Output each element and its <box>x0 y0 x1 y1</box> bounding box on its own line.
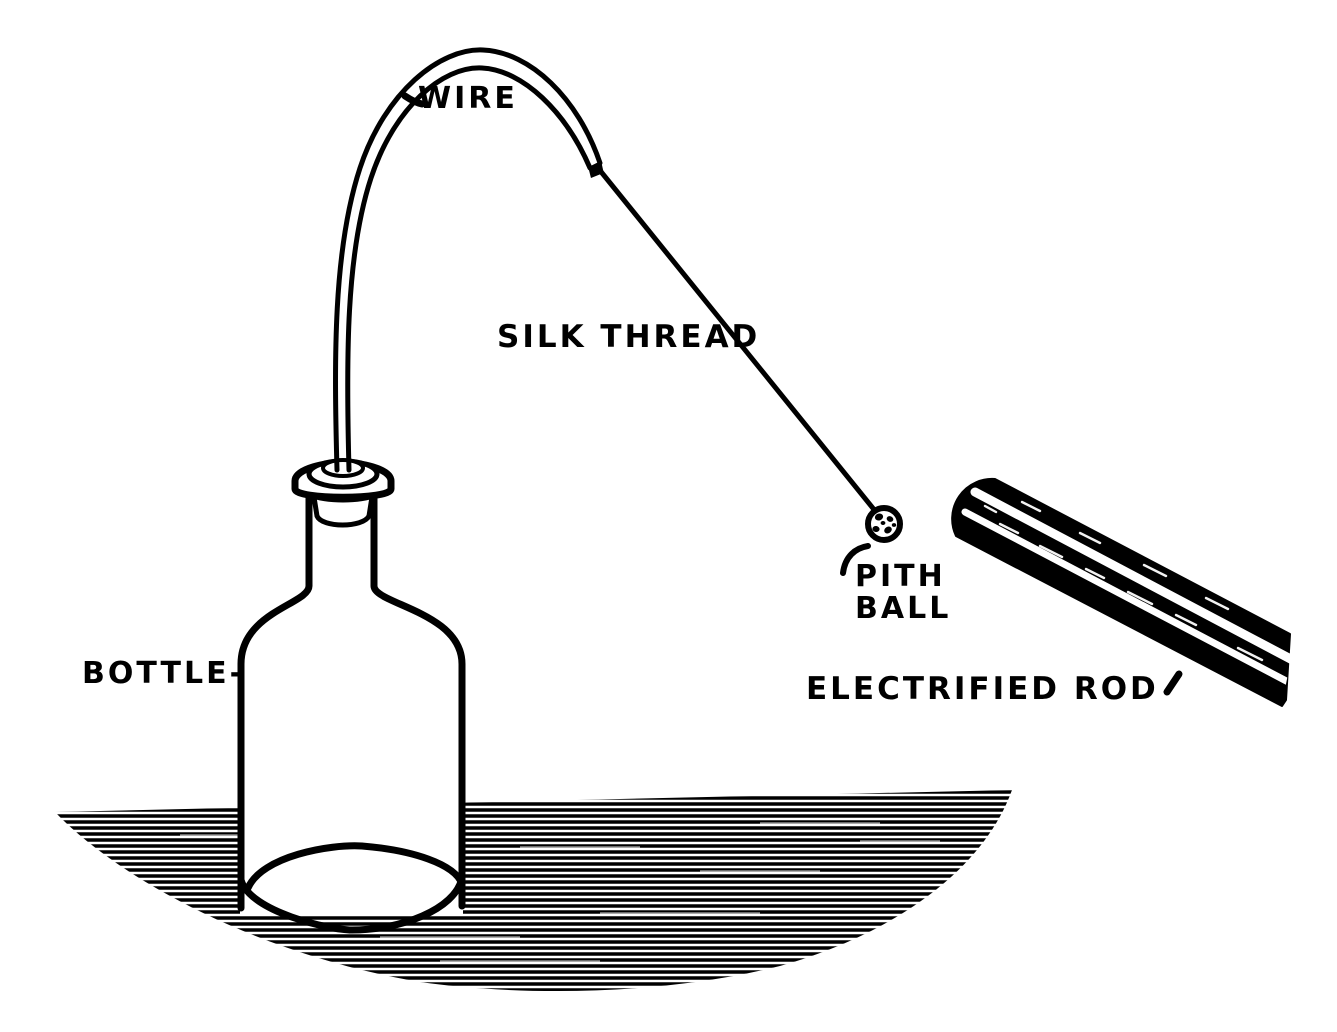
cork-stopper <box>291 458 395 528</box>
electrified-rod <box>951 477 1292 718</box>
bottle <box>237 494 466 934</box>
rod-leader-tick <box>1163 670 1183 696</box>
silk-thread <box>595 165 879 515</box>
label-wire: WIRE <box>418 81 518 116</box>
pith-ball-leader <box>840 543 871 576</box>
label-pith-ball-line-1: PITH <box>855 559 946 594</box>
label-bottle: BOTTLE- <box>82 656 245 691</box>
label-silk-thread: SILK THREAD <box>497 319 760 355</box>
label-pith-ball-line-2: BALL <box>855 591 951 626</box>
wire-leader-dash <box>401 92 426 108</box>
label-electrified-rod: ELECTRIFIED ROD <box>806 671 1159 707</box>
pith-ball <box>865 505 903 543</box>
